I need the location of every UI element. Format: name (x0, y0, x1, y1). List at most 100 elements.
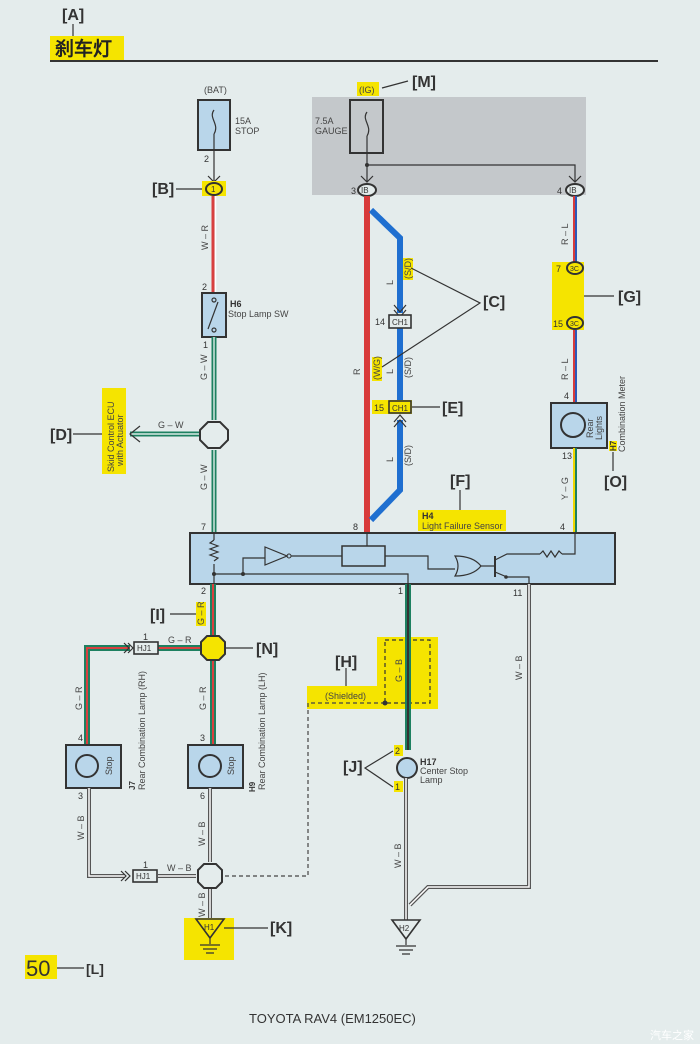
h9-code: H9 (248, 781, 257, 792)
page-number: 50 (26, 956, 50, 981)
fuse-stop-icon (211, 109, 217, 135)
callout-o: [O] (604, 474, 627, 491)
wire-g-w-label-1: G – W (199, 354, 209, 380)
hj1-top-label: HJ1 (137, 644, 152, 653)
ib4-pin: 4 (557, 186, 562, 196)
h4-pin2: 2 (201, 586, 206, 596)
footer-model: TOYOTA RAV4 (EM1250EC) (249, 1011, 416, 1026)
j7-pin-bot: 3 (78, 791, 83, 801)
wire-l-top (368, 207, 403, 313)
wire-l-bottom (368, 420, 403, 523)
wire-g-w-label-3: G – W (199, 464, 209, 490)
wg-label: (W/G) (372, 356, 382, 380)
callout-e: [E] (442, 400, 463, 417)
hj1-pin-bottom: 1 (143, 860, 148, 870)
ground-h1 (194, 918, 226, 940)
callout-j-leader (363, 750, 394, 788)
junction-n (200, 635, 226, 661)
shield-drain-wire (222, 702, 385, 877)
callout-c-leader (381, 267, 482, 368)
h4-label-highlight (418, 510, 506, 531)
wire-w-b-label-1: W – B (76, 815, 86, 840)
fuse-stop-source: (BAT) (204, 85, 227, 95)
wire-g-b-label: G – B (394, 659, 404, 682)
switch-icon (207, 301, 219, 330)
connector-ch1-14 (388, 314, 412, 329)
junction-ground (197, 863, 223, 889)
ch1-bot-pin: 15 (374, 403, 384, 413)
connector-ch1-15 (388, 400, 412, 414)
wire-g-r-label-4: G – R (198, 686, 208, 710)
resistor-icon (208, 539, 220, 562)
hj1-pin-top: 1 (143, 632, 148, 642)
wire-g-w-label-2: G – W (158, 420, 184, 430)
shielded-label: (Shielded) (325, 691, 366, 701)
h4-pin1: 1 (398, 586, 403, 596)
h9-lamp-label: Stop (226, 756, 236, 775)
ground-h1-label: H1 (204, 923, 215, 932)
h17-pin-top: 2 (395, 746, 400, 756)
3c-bot-label: 3C (570, 321, 579, 328)
callout-m: [M] (412, 74, 436, 91)
connector-b (205, 182, 223, 196)
fuse-gauge-name: GAUGE (315, 126, 348, 136)
h9-pin-bot: 6 (200, 791, 205, 801)
connector-b-pin: 1 (211, 185, 216, 194)
3c-bot-pin: 15 (553, 319, 563, 329)
arrow-left-icon (129, 425, 141, 443)
fuse-gauge-source: (IG) (359, 85, 375, 95)
3c-top-label: 3C (570, 266, 579, 273)
connector-3c-15 (566, 316, 584, 330)
ig-area (312, 97, 586, 195)
resistor-2-icon (539, 549, 563, 559)
fuse-stop-pin: 2 (204, 154, 209, 164)
wire-r-l-label-1: R – L (560, 223, 570, 245)
h17-pin-bot: 1 (395, 782, 400, 792)
callout-i: [I] (150, 607, 165, 624)
wire-w-b-label-5: W – B (514, 655, 524, 680)
ch1-top-pin: 14 (375, 317, 385, 327)
rear-lights-bulb-icon (560, 412, 586, 438)
ch1-bot-label: CH1 (392, 404, 409, 413)
callout-c: [C] (483, 294, 505, 311)
skid-ecu-line1: Skid Control ECU (106, 401, 116, 472)
sd-label-3: (S/D) (403, 445, 413, 466)
h4-pin7: 7 (201, 522, 206, 532)
sd-label-2: (S/D) (403, 357, 413, 378)
inverter-icon (264, 546, 289, 566)
callout-k: [K] (270, 920, 292, 937)
wire-g-r (84, 584, 216, 745)
j7-name: Rear Combination Lamp (RH) (137, 671, 147, 790)
wire-w-r-label: W – R (200, 224, 210, 250)
h6-code: H6 (230, 299, 242, 309)
wire-w-b-label-2: W – B (197, 821, 207, 846)
callout-n: [N] (256, 641, 278, 658)
wire-l-label-3: L (385, 457, 395, 462)
h7-lamp-line1: Rear (585, 418, 595, 438)
ground-icon (200, 938, 220, 954)
h6-pin-top: 2 (202, 282, 207, 292)
ib4-label: IB (569, 186, 577, 195)
or-gate-icon (453, 555, 482, 577)
callout-l: [L] (86, 961, 104, 977)
callout-d: [D] (50, 427, 72, 444)
wire-r-l-label-2: R – L (560, 358, 570, 380)
junction-d (199, 421, 229, 449)
h4-pin4: 4 (560, 522, 565, 532)
ground-h2 (390, 919, 422, 941)
wire-w-b (87, 788, 212, 918)
rear-lamp-lh (187, 744, 244, 789)
wire-w-b-label-4: W – B (197, 892, 207, 917)
hj1-bottom-label: HJ1 (136, 872, 151, 881)
wire-w-b-label-6: W – B (393, 843, 403, 868)
h7-code: H7 (609, 440, 618, 451)
h9-pin-top: 3 (200, 733, 205, 743)
h9-name: Rear Combination Lamp (LH) (257, 672, 267, 790)
h7-pin-top: 4 (564, 391, 569, 401)
connector-hj1-top (133, 641, 159, 655)
ib3-label: IB (361, 186, 369, 195)
wire-g-w (130, 337, 217, 533)
callout-b: [B] (152, 181, 174, 198)
wire-r-label: R (352, 368, 362, 375)
stop-bulb-rh-icon (75, 754, 99, 778)
